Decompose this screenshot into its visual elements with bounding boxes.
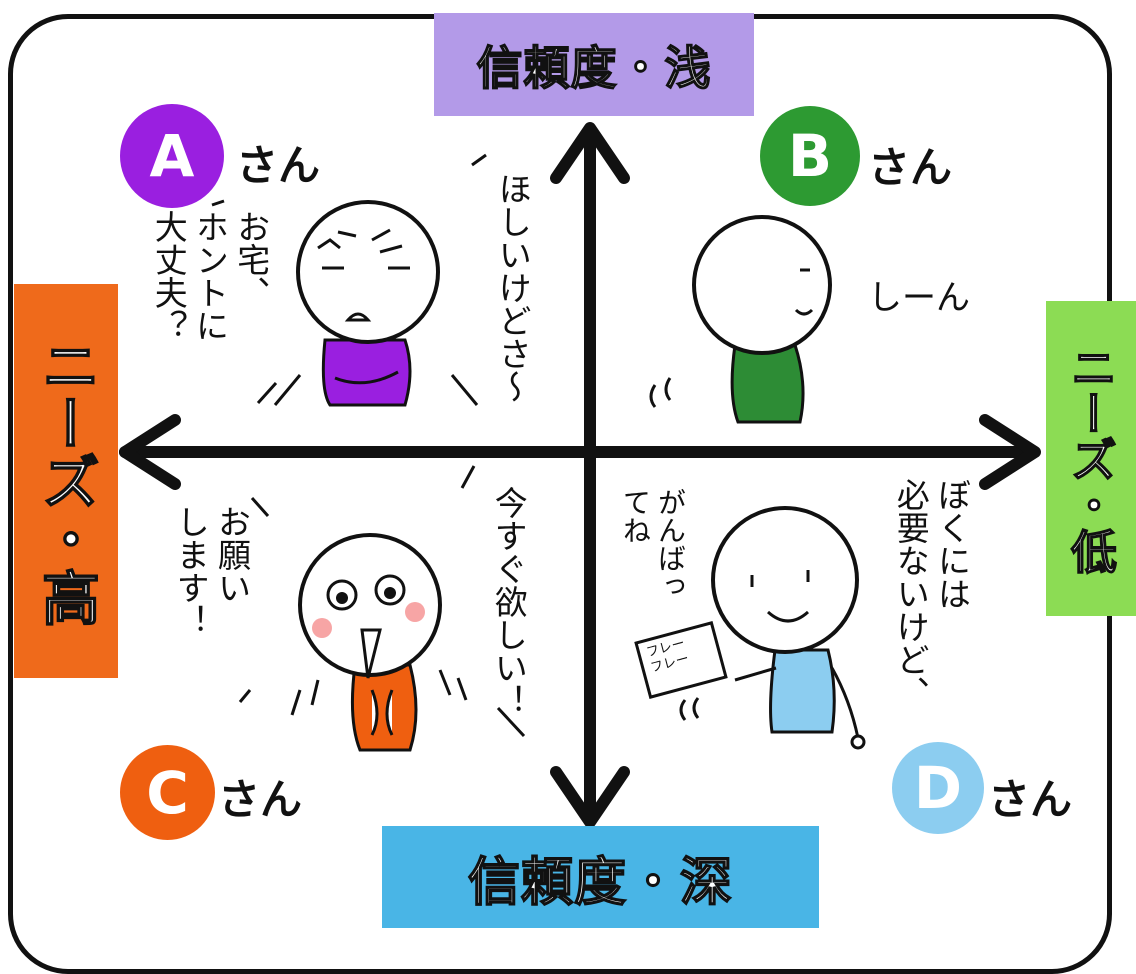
person-a-figure — [211, 153, 487, 407]
quote-a-right: ほしいけどさ〜 — [493, 172, 533, 403]
label-b-san: さん — [868, 143, 953, 192]
quote-d-left: がんばっ てね — [619, 488, 687, 600]
quote-b: しーん — [868, 278, 970, 318]
quote-d-right: ぼくには 必要ないけど、 — [891, 478, 972, 709]
person-d-figure — [634, 506, 866, 750]
arrow-left-icon — [119, 414, 181, 490]
axis-arrows — [119, 122, 1041, 828]
axis-label-top: 信頼度・浅 — [434, 13, 754, 116]
quote-a-left: お宅、 ホントに 大丈夫？ — [149, 210, 271, 342]
label-d-san: さん — [988, 775, 1073, 824]
person-b-figure — [649, 215, 832, 424]
badge-d: D — [892, 742, 984, 834]
badge-a: A — [120, 104, 224, 208]
arrow-up-icon — [550, 122, 630, 184]
label-a-san: さん — [236, 141, 321, 190]
quote-c-right: 今すぐ欲しい！ — [489, 486, 529, 717]
quadrant-illustration — [119, 122, 1041, 828]
axis-label-bottom: 信頼度・深 — [382, 826, 819, 928]
person-c-figure — [238, 465, 526, 752]
quote-c-left: お願い します！ — [171, 505, 252, 637]
arrow-down-icon — [550, 766, 630, 828]
axis-label-right: ニーズ・低 — [1046, 301, 1136, 616]
label-c-san: さん — [218, 775, 303, 824]
badge-b: B — [760, 106, 860, 206]
badge-c: C — [120, 745, 215, 840]
arrow-right-icon — [979, 414, 1041, 490]
axis-label-left: ニーズ・高 — [14, 284, 118, 678]
